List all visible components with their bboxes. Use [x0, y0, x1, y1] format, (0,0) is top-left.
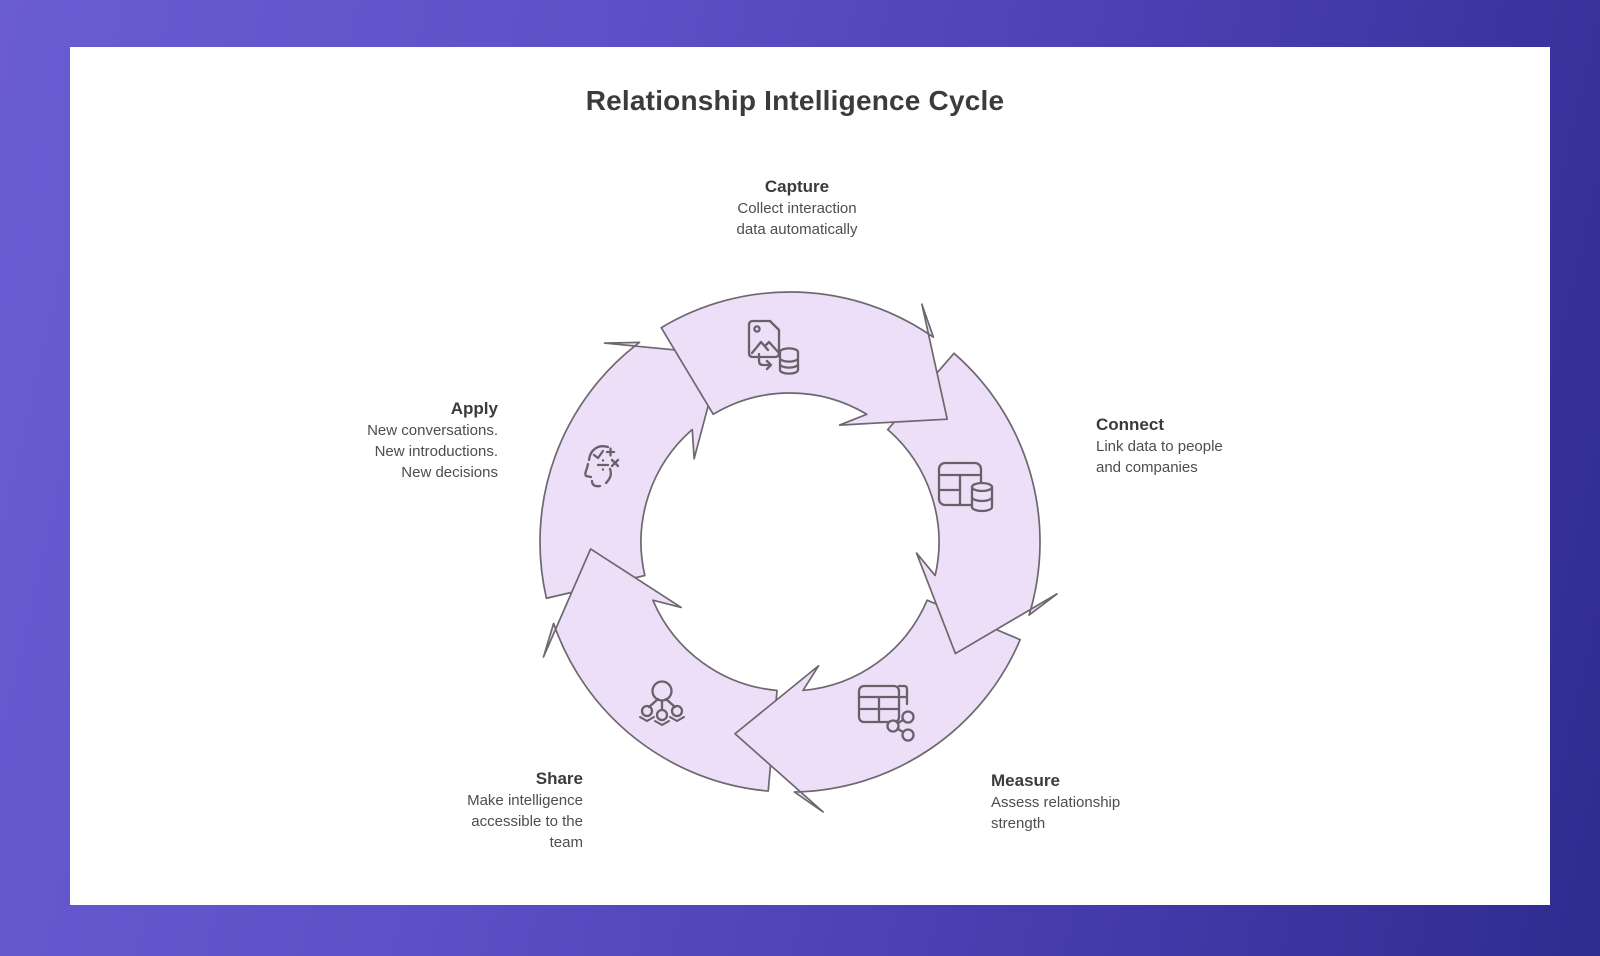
stage-description: Collect interaction data automatically — [736, 200, 858, 238]
stage-label-apply: Apply New conversations. New introductio… — [178, 398, 498, 483]
stage-label-connect: Connect Link data to people and companie… — [1096, 414, 1396, 478]
stage-name: Share — [535, 769, 583, 788]
stage-name: Connect — [1096, 415, 1164, 434]
diagram-canvas: Relationship Intelligence Cycle — [70, 47, 1550, 905]
cycle-segment-measure — [734, 599, 1021, 813]
cycle-segment-capture — [660, 291, 949, 426]
cycle-segment-apply — [539, 341, 723, 600]
stage-label-capture: Capture Collect interaction data automat… — [597, 176, 997, 240]
cycle-ring-svg — [539, 291, 1058, 813]
stage-description: Assess relationship strength — [991, 794, 1121, 832]
table-with-share-nodes-icon — [857, 684, 915, 742]
stage-name: Apply — [450, 399, 498, 418]
people-hierarchy-icon — [639, 680, 685, 726]
stage-name: Capture — [764, 177, 830, 196]
stage-description: Make intelligence accessible to the team — [467, 792, 583, 851]
stage-name: Measure — [991, 771, 1060, 790]
table-with-database-icon — [937, 461, 994, 513]
cycle-segment-share — [542, 548, 778, 792]
image-to-database-icon — [747, 319, 800, 375]
stage-description: Link data to people and companies — [1096, 438, 1223, 476]
stage-label-measure: Measure Assess relationship strength — [991, 770, 1291, 834]
page-title: Relationship Intelligence Cycle — [585, 85, 1005, 116]
thinking-head-icon — [584, 445, 620, 488]
stage-description: New conversations. New introductions. Ne… — [367, 422, 498, 481]
stage-label-share: Share Make intelligence accessible to th… — [283, 768, 583, 853]
cycle-ring — [500, 252, 1080, 832]
